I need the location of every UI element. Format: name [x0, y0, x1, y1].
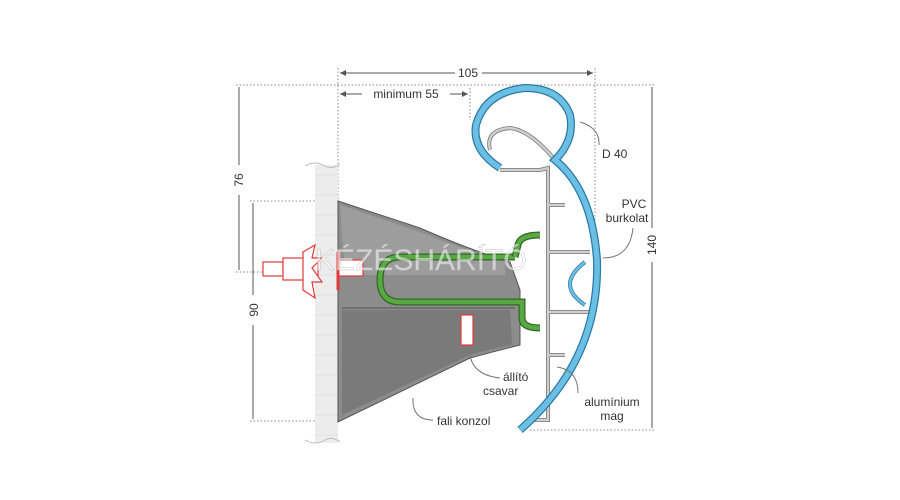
adjusting-screw [460, 314, 474, 346]
dimension-min-55: minimum 55 [340, 87, 468, 101]
svg-text:PVC: PVC [622, 197, 647, 211]
callout-aluminium-core: alumínium mag [556, 366, 640, 423]
callout-wall-bracket: fali konzol [412, 397, 490, 428]
svg-text:burkolat: burkolat [606, 211, 649, 225]
dimension-140-label: 140 [645, 235, 659, 255]
callout-pvc-cover: PVC burkolat [602, 197, 649, 259]
svg-text:D 40: D 40 [602, 147, 628, 161]
dimension-76-label: 76 [232, 173, 246, 187]
dimension-min-55-label: minimum 55 [373, 87, 439, 101]
connector-insert [376, 231, 541, 332]
dimension-76: 76 [232, 87, 246, 270]
dimension-140: 140 [645, 87, 659, 428]
callout-adjusting-screw: állító csavar [469, 354, 529, 398]
svg-text:fali konzol: fali konzol [437, 414, 490, 428]
watermark: KÉZÉSHÁRÍTÓ [315, 244, 527, 277]
callout-d40: D 40 [579, 121, 628, 161]
svg-text:alumínium: alumínium [584, 395, 639, 409]
svg-text:mag: mag [600, 409, 623, 423]
dimension-105-label: 105 [458, 66, 478, 80]
dimension-105: 105 [340, 66, 593, 80]
dimension-90: 90 [247, 203, 261, 419]
wall-anchor [262, 243, 364, 300]
dimension-90-label: 90 [247, 303, 261, 317]
pvc-cover [471, 83, 602, 434]
wall [304, 162, 341, 444]
svg-text:csavar: csavar [483, 384, 518, 398]
svg-text:állító: állító [503, 370, 529, 384]
